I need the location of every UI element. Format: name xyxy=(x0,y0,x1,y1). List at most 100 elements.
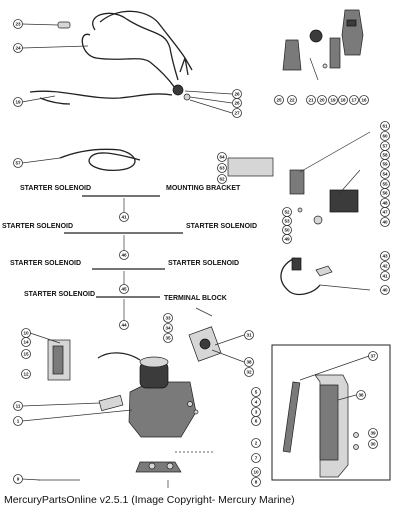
callout-34: 34 xyxy=(163,323,173,333)
callout-8: 8 xyxy=(251,477,261,487)
callout-62: 62 xyxy=(217,174,227,184)
callout-24: 24 xyxy=(13,43,23,53)
svg-text:58: 58 xyxy=(382,153,388,158)
callout-10b: 10 xyxy=(251,467,261,477)
callout-10: 10 xyxy=(21,328,31,338)
callout-63: 63 xyxy=(217,163,227,173)
svg-text:3: 3 xyxy=(255,410,258,415)
cable-41-right-label: MOUNTING BRACKET xyxy=(166,185,241,192)
plug-harness xyxy=(280,257,333,296)
svg-text:6: 6 xyxy=(255,419,258,424)
callout-40b: 40 xyxy=(380,285,390,295)
svg-text:25: 25 xyxy=(276,98,282,103)
callout-11: 11 xyxy=(13,401,23,411)
mounting-bracket-box xyxy=(271,344,391,481)
svg-text:STARTER SOLENOID: STARTER SOLENOID xyxy=(24,291,95,298)
svg-text:24: 24 xyxy=(15,46,21,51)
cable-45-right-label: STARTER SOLENOID xyxy=(168,260,239,267)
svg-text:63: 63 xyxy=(219,166,225,171)
callout-41b: 41 xyxy=(380,271,390,281)
callout-4: 4 xyxy=(251,397,261,407)
callout-26b: 26 xyxy=(232,98,242,108)
callout-38: 38 xyxy=(244,357,254,367)
svg-text:TERMINAL BLOCK: TERMINAL BLOCK xyxy=(164,295,227,302)
svg-text:21: 21 xyxy=(308,98,314,103)
svg-text:19: 19 xyxy=(330,98,336,103)
callout-6: 6 xyxy=(251,416,261,426)
svg-text:62: 62 xyxy=(219,177,225,182)
callout-7: 7 xyxy=(251,453,261,463)
callout-43: 43 xyxy=(380,251,390,261)
harness-connector-23 xyxy=(57,21,71,29)
starter-solenoid-assembly xyxy=(47,339,197,438)
callout-16: 16 xyxy=(359,95,369,105)
callout-46: 46 xyxy=(119,250,129,260)
svg-text:44: 44 xyxy=(121,323,127,328)
switch-parts xyxy=(282,9,364,81)
svg-text:4: 4 xyxy=(255,400,258,405)
svg-text:32: 32 xyxy=(246,370,252,375)
callout-32: 32 xyxy=(244,367,254,377)
callout-56: 56 xyxy=(380,188,390,198)
svg-text:11: 11 xyxy=(16,404,21,409)
svg-text:41: 41 xyxy=(121,215,127,220)
svg-text:54: 54 xyxy=(382,172,388,177)
svg-text:5: 5 xyxy=(255,390,258,395)
svg-text:STARTER SOLENOID: STARTER SOLENOID xyxy=(2,223,73,230)
callout-54: 54 xyxy=(380,169,390,179)
svg-text:40: 40 xyxy=(382,220,388,225)
image-caption: MercuryPartsOnline v2.5.1 (Image Copyrig… xyxy=(4,494,295,506)
callout-22: 22 xyxy=(287,95,297,105)
callout-25: 25 xyxy=(274,95,284,105)
callout-50: 50 xyxy=(282,225,292,235)
svg-text:26: 26 xyxy=(234,92,240,97)
callout-37: 37 xyxy=(368,351,378,361)
svg-text:STARTER SOLENOID: STARTER SOLENOID xyxy=(186,223,257,230)
svg-text:39: 39 xyxy=(370,431,376,436)
svg-text:27: 27 xyxy=(234,111,240,116)
callout-52: 52 xyxy=(282,207,292,217)
svg-text:31: 31 xyxy=(246,333,252,338)
svg-text:26: 26 xyxy=(234,101,240,106)
svg-text:47: 47 xyxy=(382,210,388,215)
svg-text:15: 15 xyxy=(23,352,29,357)
svg-text:19: 19 xyxy=(15,100,21,105)
callout-23: 23 xyxy=(13,19,23,29)
callout-57b: 57 xyxy=(13,158,23,168)
svg-text:8: 8 xyxy=(255,480,258,485)
svg-text:33: 33 xyxy=(165,316,171,321)
svg-text:57: 57 xyxy=(15,161,21,166)
svg-text:7: 7 xyxy=(255,456,258,461)
svg-text:45: 45 xyxy=(121,287,127,292)
cable-46-left-label: STARTER SOLENOID xyxy=(2,223,73,230)
callout-18: 18 xyxy=(338,95,348,105)
callout-19: 19 xyxy=(13,97,23,107)
svg-text:52: 52 xyxy=(284,210,290,215)
callout-59: 59 xyxy=(380,159,390,169)
small-hardware xyxy=(38,307,222,488)
callout-31: 31 xyxy=(244,330,254,340)
cable-46-right-label: STARTER SOLENOID xyxy=(186,223,257,230)
svg-text:41: 41 xyxy=(382,274,388,279)
svg-text:STARTER SOLENOID: STARTER SOLENOID xyxy=(168,260,239,267)
callout-47: 47 xyxy=(380,207,390,217)
svg-text:64: 64 xyxy=(219,155,225,160)
callout-15: 15 xyxy=(21,349,31,359)
svg-text:12: 12 xyxy=(23,372,29,377)
svg-text:53: 53 xyxy=(284,219,290,224)
callout-42: 42 xyxy=(380,261,390,271)
choke-solenoid-assembly xyxy=(227,157,361,225)
svg-text:34: 34 xyxy=(165,326,171,331)
svg-text:36: 36 xyxy=(358,393,364,398)
cable-44-left-label: STARTER SOLENOID xyxy=(24,291,95,298)
callout-48: 48 xyxy=(380,198,390,208)
callout-30: 30 xyxy=(368,439,378,449)
callout-26: 26 xyxy=(232,89,242,99)
callout-53: 53 xyxy=(282,216,292,226)
svg-text:MOUNTING BRACKET: MOUNTING BRACKET xyxy=(166,185,241,192)
svg-text:1: 1 xyxy=(17,419,20,424)
callout-3: 3 xyxy=(251,407,261,417)
svg-text:37: 37 xyxy=(370,354,376,359)
callout-36: 36 xyxy=(356,390,366,400)
cable-labels: STARTER SOLENOID MOUNTING BRACKET STARTE… xyxy=(2,185,257,302)
